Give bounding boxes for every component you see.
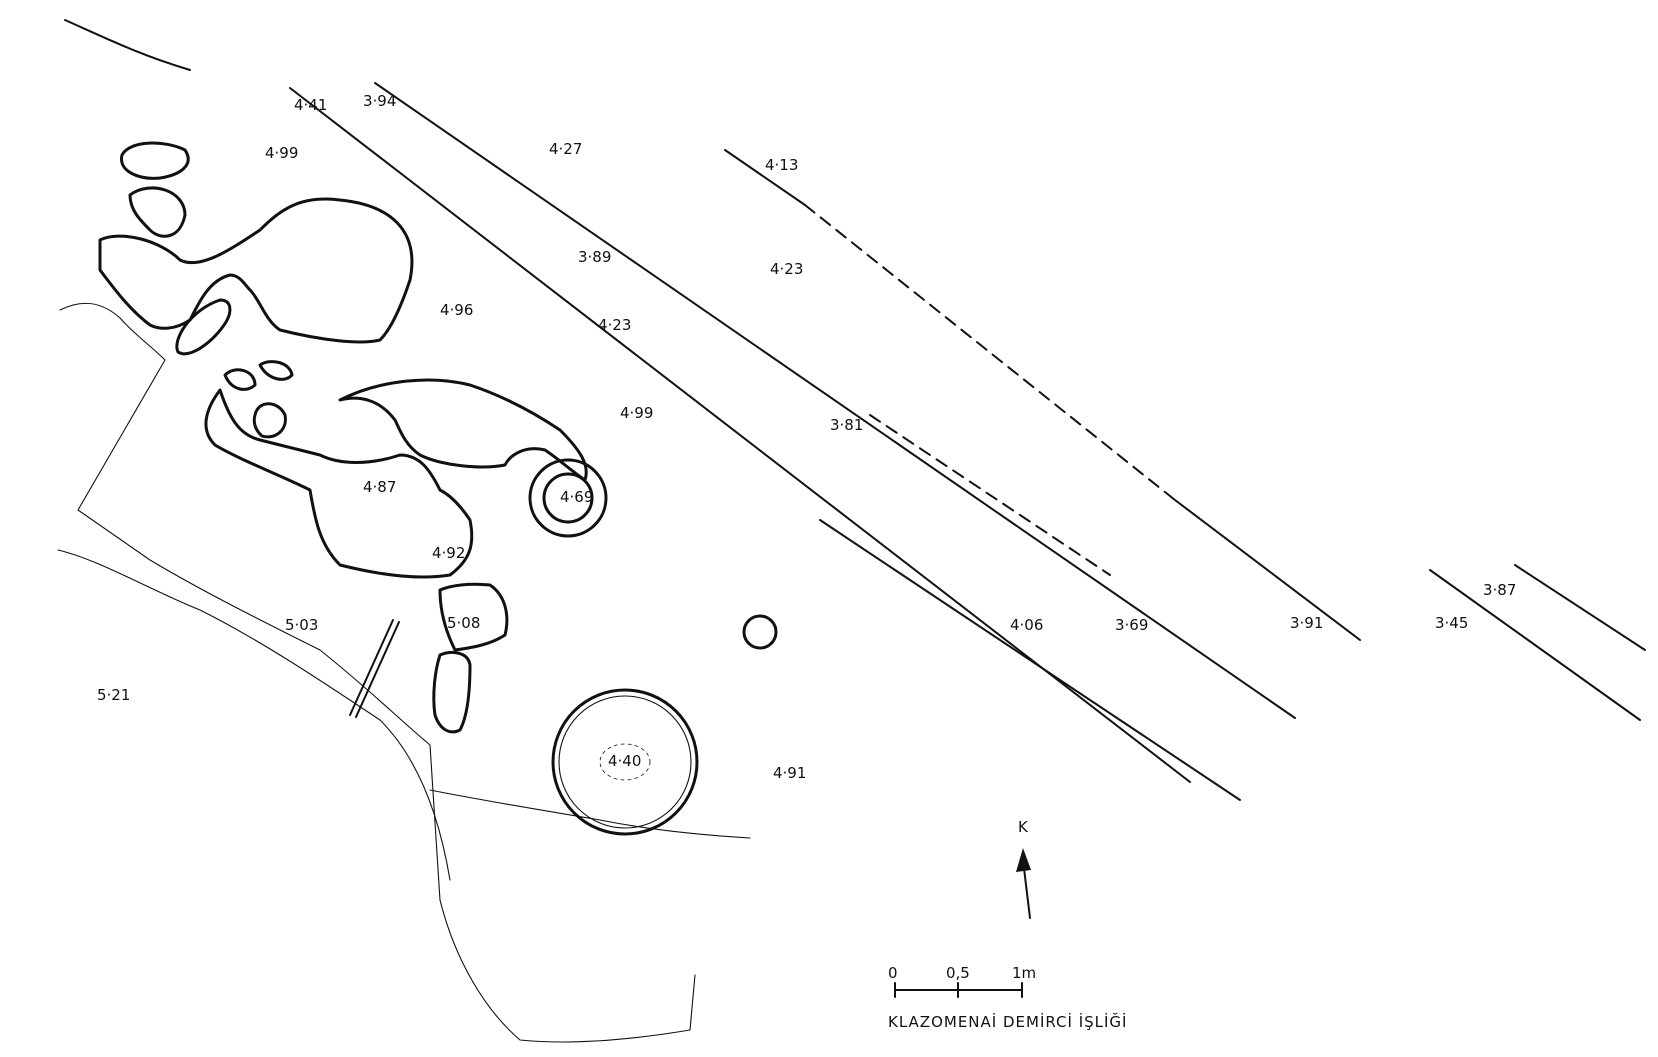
pit-small-b: [258, 360, 294, 381]
elevation-label: 4·06: [1010, 616, 1043, 634]
wall-line-3-dashed: [804, 204, 1176, 501]
elevation-label: 4·23: [598, 316, 631, 334]
elevation-label: 4·92: [432, 544, 465, 562]
hearth-inner: [542, 472, 594, 524]
elevation-label: 4·69: [560, 488, 593, 506]
wall-line-right: [1429, 569, 1641, 721]
elevation-label: 3·89: [578, 248, 611, 266]
wall-line-3-end: [1174, 499, 1361, 641]
scale-label-0: 0: [888, 964, 898, 982]
wall-line-3-solid: [724, 149, 806, 206]
elevation-label: 4·40: [608, 752, 641, 770]
north-label: K: [1018, 818, 1029, 836]
pit-curved: [338, 378, 588, 482]
hearth-ring: [528, 458, 608, 538]
left-scarp: [57, 549, 451, 881]
north-arrow: K: [1016, 818, 1031, 919]
pit-small-square: [438, 582, 509, 652]
elevation-label: 4·87: [363, 478, 396, 496]
elevation-label: 3·45: [1435, 614, 1468, 632]
elevation-label: 4·41: [294, 96, 327, 114]
wall-lines: [289, 82, 1646, 801]
elevation-label: 3·91: [1290, 614, 1323, 632]
elevation-label: 5·21: [97, 686, 130, 704]
pit-central: [204, 388, 474, 579]
round-basin-centre: [599, 743, 651, 781]
post-hole: [742, 614, 778, 650]
elevation-label: 3·81: [830, 416, 863, 434]
wall-line-1: [289, 87, 1191, 783]
pit-small-c: [252, 402, 287, 439]
outer-boundary: [59, 302, 696, 1043]
pit-top-left: [120, 141, 190, 180]
north-arrow-head: [1016, 848, 1031, 872]
elevation-label: 3·94: [363, 92, 396, 110]
wall-line-2b: [819, 519, 1241, 801]
site-outline: [57, 19, 751, 1043]
elevation-label: 3·87: [1483, 581, 1516, 599]
elevation-label: 5·08: [447, 614, 480, 632]
scale-bar: 0 0,5 1m: [888, 964, 1036, 998]
plan-title: KLAZOMENAİ DEMİRCİ İŞLİĞİ: [888, 1012, 1127, 1031]
pit-small-a: [223, 368, 257, 391]
elevation-label: 4·99: [265, 144, 298, 162]
elevation-label: 5·03: [285, 616, 318, 634]
elevation-label: 4·96: [440, 301, 473, 319]
iron-rod-2: [355, 621, 400, 718]
elevation-labels: 4·41 3·94 4·27 4·13 4·99 3·89 4·23 4·96 …: [97, 92, 1516, 782]
elevation-label: 3·69: [1115, 616, 1148, 634]
pit-elongated: [432, 651, 472, 734]
elevation-label: 4·23: [770, 260, 803, 278]
wall-line-2: [374, 82, 1296, 719]
top-edge: [64, 19, 191, 71]
features: [98, 141, 778, 836]
elevation-label: 4·99: [620, 404, 653, 422]
scale-label-half: 0,5: [946, 964, 970, 982]
scale-label-1m: 1m: [1012, 964, 1036, 982]
pit-small-ring: [128, 186, 187, 238]
wall-line-4-dashed-start: [869, 414, 1111, 576]
round-basin: [551, 688, 699, 836]
lower-scarp: [429, 789, 751, 839]
round-basin-inner: [558, 695, 692, 829]
pit-large-top: [98, 197, 414, 344]
elevation-label: 4·91: [773, 764, 806, 782]
iron-rod-1: [349, 619, 394, 716]
wall-line-right-2: [1514, 564, 1646, 651]
slot-oblique: [175, 298, 232, 356]
elevation-label: 4·13: [765, 156, 798, 174]
elevation-label: 4·27: [549, 140, 582, 158]
